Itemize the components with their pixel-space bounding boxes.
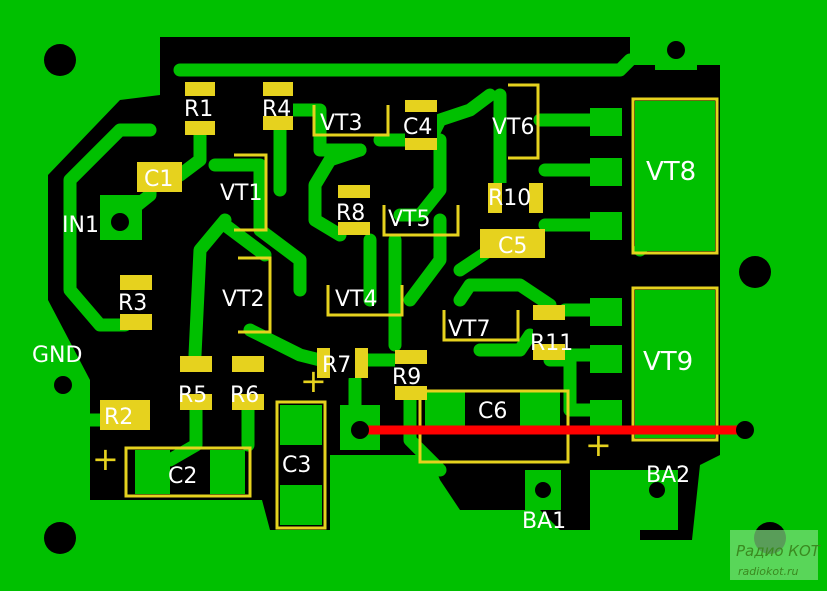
label-vt2: VT2 [222,287,265,312]
label-r10: R10 [488,186,531,211]
label-vt8: VT8 [646,157,696,187]
label-r11: R11 [530,331,573,356]
label-c4: C4 [403,115,432,140]
label-vt5: VT5 [388,207,431,232]
label-vt6: VT6 [492,115,535,140]
label-c6: C6 [478,399,507,424]
label-gnd: GND [32,343,82,368]
label-in1: IN1 [62,213,99,238]
component-labels: R1 R4 VT3 C4 VT6 C1 VT1 R8 VT5 R10 C5 VT… [32,23,779,534]
watermark: Радио КОТ radiokot.ru [730,530,822,580]
label-r2: R2 [104,405,133,430]
label-vt3: VT3 [320,111,363,136]
label-c3: C3 [282,453,311,478]
label-vt9: VT9 [643,347,693,377]
silkscreen-outlines [124,83,719,530]
label-r6: R6 [230,383,259,408]
label-c5: C5 [498,234,527,259]
c6-polarity-mark: + [585,426,612,464]
label-vt7: VT7 [448,317,491,342]
c3-polarity-mark: + [300,362,327,400]
power-label: +V [715,23,779,72]
pads [100,30,715,530]
label-r9: R9 [392,365,421,390]
c2-polarity-mark: + [92,440,119,478]
label-ba1: BA1 [522,509,566,534]
label-r1: R1 [184,97,213,122]
watermark-site: radiokot.ru [738,565,798,578]
label-c1: C1 [144,167,173,192]
label-r3: R3 [118,291,147,316]
label-r5: R5 [178,383,207,408]
label-vt1: VT1 [220,181,263,206]
smd-parts [100,82,565,430]
label-vt4: VT4 [335,287,378,312]
watermark-logo: Радио КОТ [736,542,822,560]
label-r4: R4 [262,97,291,122]
label-r7: R7 [322,353,351,378]
label-c2: C2 [168,464,197,489]
label-r8: R8 [336,201,365,226]
label-ba2: BA2 [646,463,690,488]
